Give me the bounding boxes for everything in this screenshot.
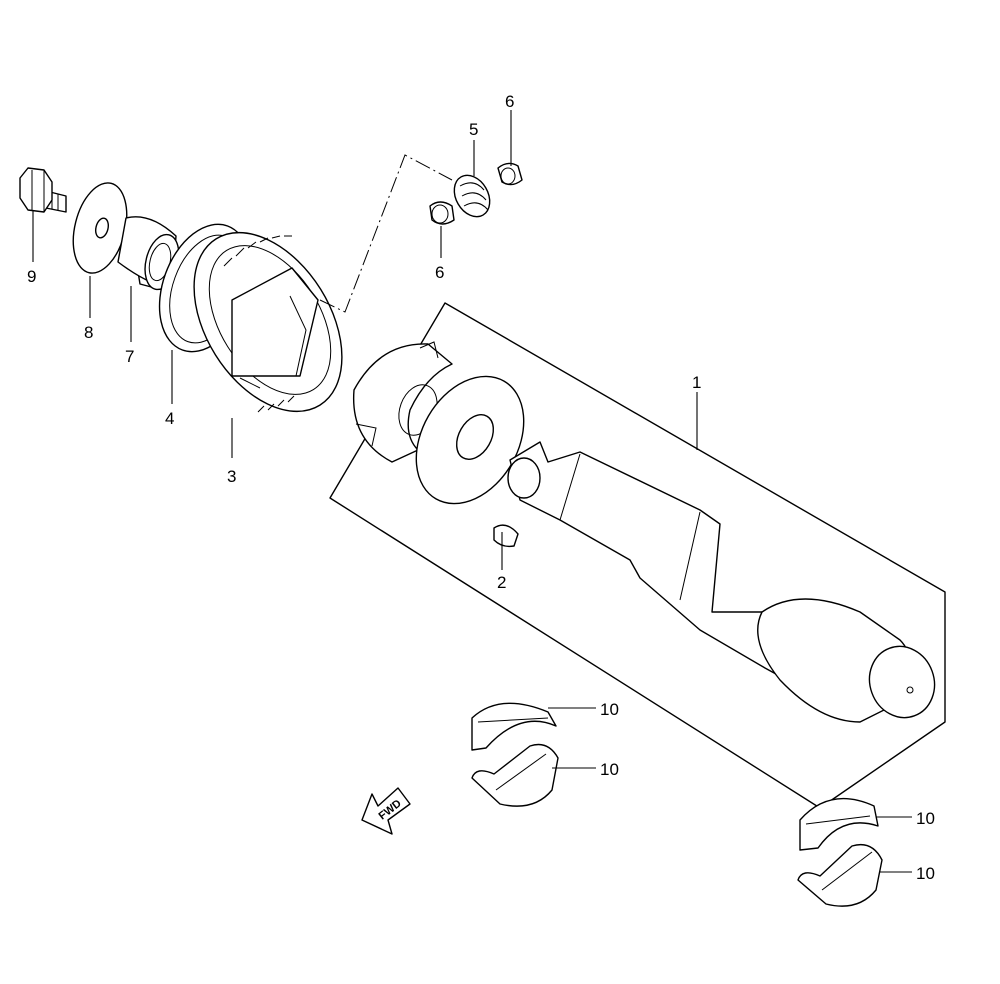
part-pin-upper[interactable] bbox=[497, 162, 523, 186]
callout-2: 2 bbox=[497, 573, 506, 592]
callout-6-lower: 6 bbox=[435, 263, 444, 282]
part-bearing-shell-upper-left[interactable] bbox=[471, 702, 557, 751]
part-spring[interactable] bbox=[447, 169, 497, 223]
callout-4: 4 bbox=[165, 409, 174, 428]
fwd-direction-arrow: FWD bbox=[361, 787, 411, 835]
part-shaft-assembly[interactable] bbox=[352, 341, 945, 727]
part-bearing-shell-lower-right[interactable] bbox=[797, 843, 883, 907]
part-bolt[interactable] bbox=[19, 167, 67, 213]
part-bearing-shell-upper-right[interactable] bbox=[799, 797, 879, 851]
part-bearing-shell-lower-left[interactable] bbox=[471, 743, 559, 807]
callout-1: 1 bbox=[692, 373, 701, 392]
callout-9: 9 bbox=[27, 267, 36, 286]
assembly-boundary bbox=[329, 302, 946, 809]
callout-5: 5 bbox=[469, 120, 478, 139]
callout-7: 7 bbox=[125, 347, 134, 366]
part-pin-lower[interactable] bbox=[429, 201, 455, 225]
callout-6-upper: 6 bbox=[505, 92, 514, 111]
callout-10-a: 10 bbox=[600, 700, 619, 719]
leader-lines bbox=[32, 110, 912, 873]
callout-10-c: 10 bbox=[916, 809, 935, 828]
part-key[interactable] bbox=[493, 524, 519, 548]
part-gear[interactable] bbox=[163, 206, 372, 438]
callout-10-b: 10 bbox=[600, 760, 619, 779]
callout-10-d: 10 bbox=[916, 864, 935, 883]
callout-3: 3 bbox=[227, 467, 236, 486]
installation-line bbox=[319, 154, 453, 313]
callout-8: 8 bbox=[84, 323, 93, 342]
